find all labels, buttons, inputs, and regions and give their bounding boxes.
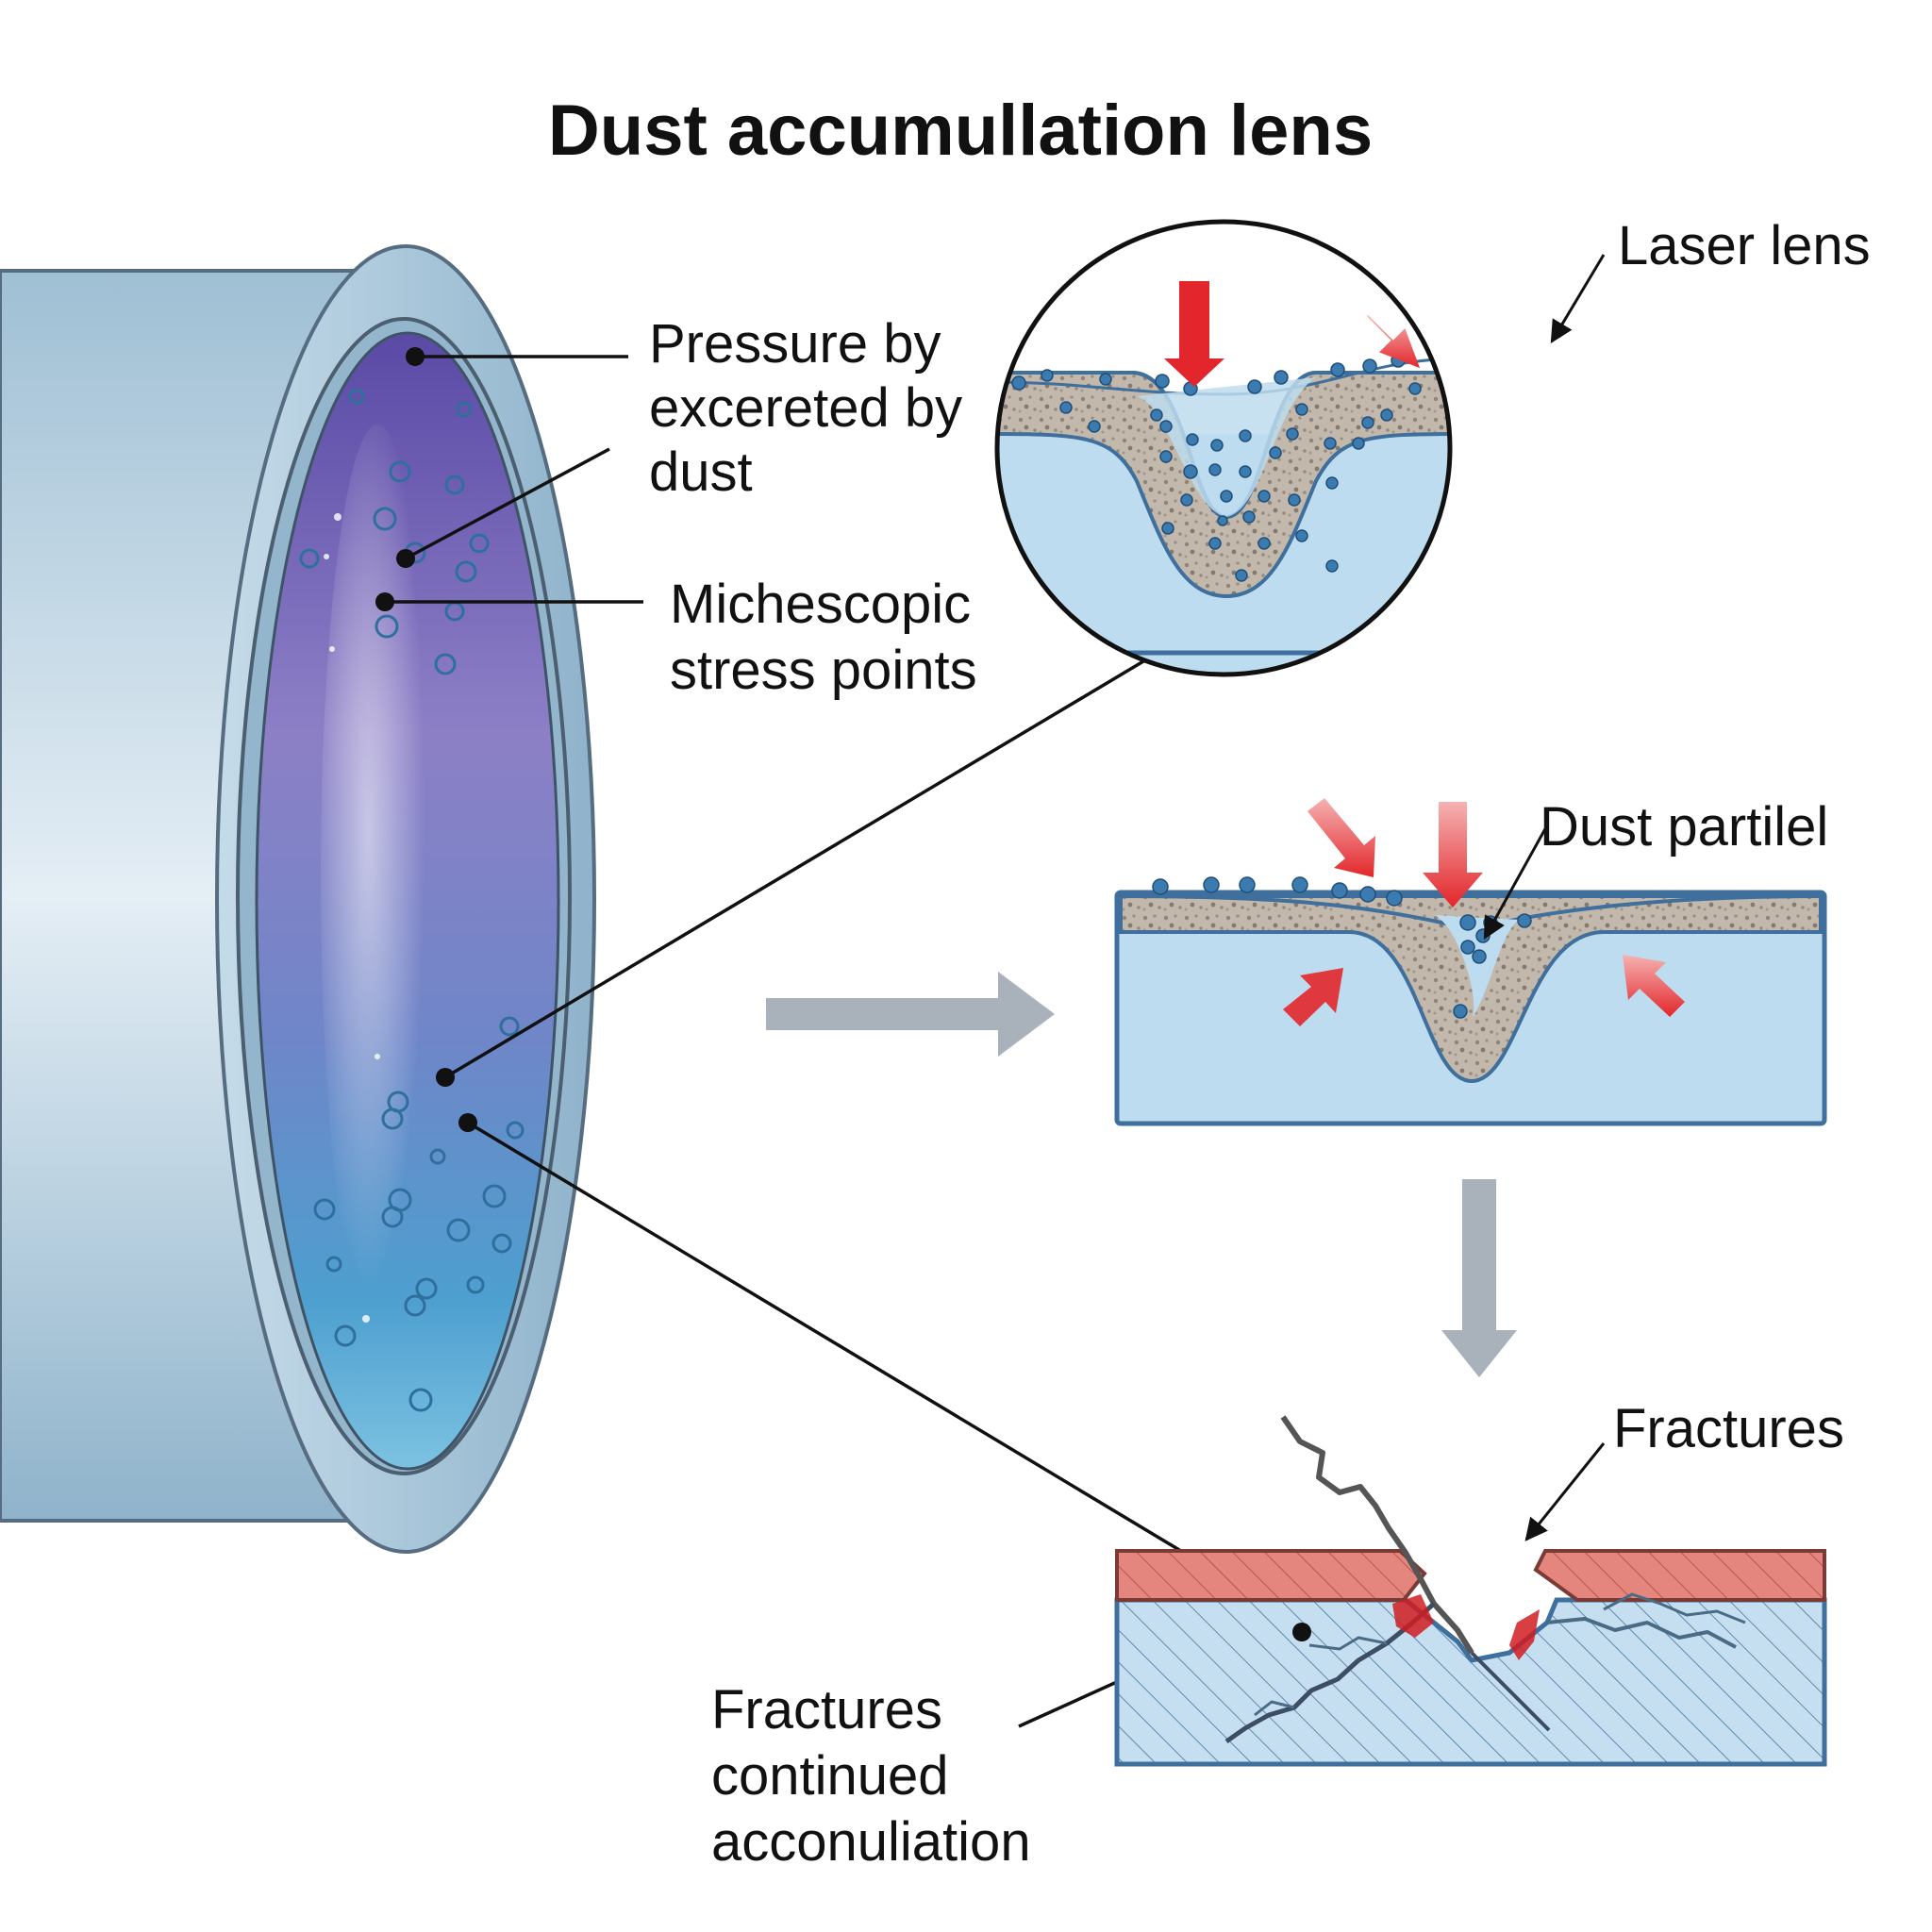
down-flow-arrow <box>1441 1179 1517 1377</box>
dust-particle-pointer <box>1483 824 1549 941</box>
fractured-substrate <box>1114 1597 1827 1767</box>
lens-highlight <box>321 425 434 1330</box>
coating-right <box>1533 1549 1826 1602</box>
fractures-continued-label: Fractures continued acconuliation <box>711 1679 1031 1873</box>
magnified-view: Laser lens <box>994 215 1871 677</box>
stress-glow <box>1392 1594 1540 1660</box>
zoom-leader-line <box>444 583 1273 1079</box>
stress-label-line-2: stress points <box>670 640 977 701</box>
fractures-pointer <box>1524 1442 1606 1541</box>
fracture-callout-point <box>1292 1623 1311 1641</box>
dust-particle-section: Dust partilel <box>1114 796 1828 1126</box>
red-arrow-icon <box>1283 798 1685 1026</box>
pressure-leader-line-2 <box>405 447 610 560</box>
fractures-continued-line-2: continued <box>711 1745 949 1807</box>
magnifier-circle <box>994 219 1453 677</box>
gray-arrow-icon <box>766 972 1517 1377</box>
pressure-label: Pressure by excereted by dust <box>649 313 962 503</box>
red-arrow-icon <box>1164 281 1421 387</box>
fractures-continued-line-3: acconuliation <box>711 1811 1031 1873</box>
lens-tube <box>0 244 596 1554</box>
pressure-label-line-3: dust <box>649 441 753 503</box>
laser-lens-label: Laser lens <box>1618 215 1871 276</box>
fractures-label: Fractures <box>1613 1398 1844 1459</box>
stress-label-line-1: Michescopic <box>670 574 971 635</box>
laser-lens-pointer <box>1550 254 1606 344</box>
crack-lines <box>1224 1415 1746 1744</box>
diagram-title: Dust accumullation lens <box>548 91 1373 171</box>
dust-particle-label: Dust partilel <box>1540 796 1828 858</box>
pressure-label-line-2: excereted by <box>649 377 962 439</box>
coating-left <box>1115 1549 1427 1602</box>
lens-highlight-sparkles <box>324 513 380 1323</box>
dust-layer <box>1119 894 1823 1084</box>
pressure-label-line-1: Pressure by <box>649 313 941 375</box>
lens-dust-particles <box>299 388 525 1412</box>
fractures-continued-line-1: Fractures <box>711 1679 942 1740</box>
fracture-section: Fractures <box>1114 1398 1844 1767</box>
stress-label: Michescopic stress points <box>670 574 977 701</box>
magnified-dust-particles <box>1011 353 1422 582</box>
fracture-leader-line <box>467 1121 1270 1606</box>
right-flow-arrow <box>766 972 1055 1057</box>
